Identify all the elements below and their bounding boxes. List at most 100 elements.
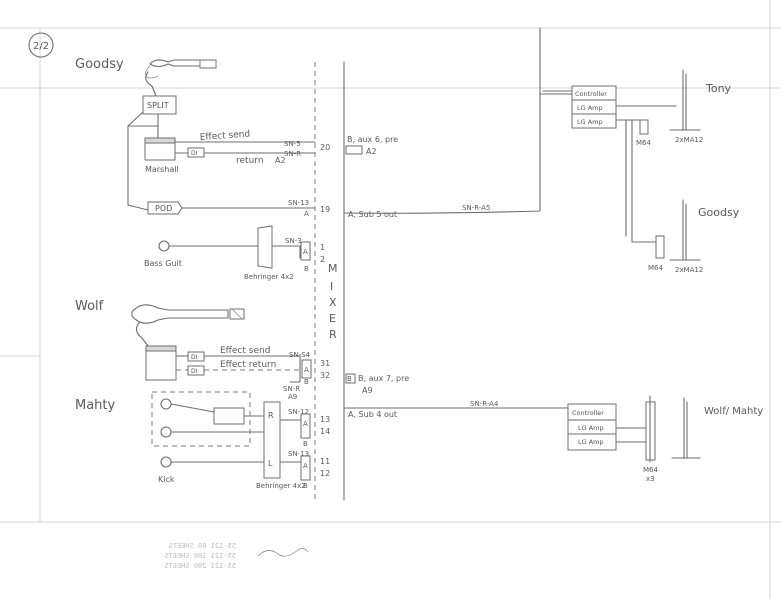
wolf-sn-r-label: SN-R <box>283 385 300 393</box>
mixer-letter: M <box>328 262 338 275</box>
goodsy-monitor-label: Goodsy <box>698 206 740 219</box>
bass-jack-icon <box>158 240 170 252</box>
mahty-ch-r: R <box>268 411 274 420</box>
kick-jack-icon <box>160 456 172 468</box>
ch32-tag: B <box>304 378 309 386</box>
ch14-number: 14 <box>320 427 330 436</box>
ch20-number: 20 <box>320 143 330 152</box>
goodsy-sub-out-label: A, Sub 5 out <box>348 210 397 219</box>
split-box <box>142 95 177 115</box>
goodsy-snake-out: SN-R-A5 <box>462 204 490 212</box>
mixer-letter: X <box>329 296 337 309</box>
ch1-2-box <box>300 241 311 261</box>
bottom-amp1-label: LG Amp <box>578 424 604 432</box>
bleed-through-print: 55-121 60 SHEETS 55-121 100 SHEETS 55-12… <box>164 542 236 570</box>
bass-label: Bass Guit <box>144 259 182 268</box>
top-amp1-label: LG Amp <box>577 104 603 112</box>
marshall-amp-panel <box>144 137 176 144</box>
bleed-logo-mark <box>257 548 309 557</box>
ch2-number: 2 <box>320 255 325 264</box>
ch13-tag: A <box>303 420 308 428</box>
ch14-tag: B <box>303 440 308 448</box>
wolf-name: Wolf <box>75 299 104 314</box>
wolf-a9-label: A9 <box>288 393 297 401</box>
wolf-di-label: DI <box>191 368 198 375</box>
wolf-snake-out: SN-R-A4 <box>470 400 499 408</box>
bleed-line: 55-121 100 SHEETS <box>164 552 236 560</box>
split-to-pod-line <box>127 111 149 211</box>
top-controller-label: Controller <box>575 90 607 98</box>
ch12-number: 12 <box>320 469 330 478</box>
bleed-line: 55-121 200 SHEETS <box>164 562 236 570</box>
kbd-jack-icon <box>160 398 172 410</box>
wolf-amp-panel <box>145 345 177 352</box>
ch11-tag: A <box>303 462 308 470</box>
goodsy-aux-label: B, aux 6, pre <box>347 135 398 144</box>
mahty-behringer-label: Behringer 4x2 <box>256 482 306 490</box>
m64-feed-line <box>631 119 657 243</box>
ch11-12-box <box>300 455 311 481</box>
guitar-cable <box>145 71 157 97</box>
bottom-m64-qty: x3 <box>646 475 655 483</box>
wolf-sub-out-label: A, Sub 4 out <box>348 410 397 419</box>
keyboard-group-outline <box>151 391 251 447</box>
ch19-number: 19 <box>320 205 330 214</box>
top-monitor-rack <box>571 85 617 129</box>
bottom-m64-label: M64 <box>643 466 658 474</box>
goodsy-speaker-label: 2xMA12 <box>675 266 703 274</box>
top-m64-label: M64 <box>636 139 651 147</box>
speaker-stand-icon <box>669 69 701 131</box>
goodsy-aux-box <box>345 145 363 155</box>
ch19-tag: A <box>304 210 309 218</box>
mahty-name: Mahty <box>75 398 116 413</box>
wolf-amp <box>145 345 177 381</box>
wolf-aux-tag: A9 <box>362 386 373 395</box>
ch1-tag: A <box>303 248 308 256</box>
ch13-14-box <box>300 413 311 439</box>
ch13-number: 13 <box>320 415 330 424</box>
mixer-letter: R <box>329 328 337 341</box>
ch31-tag: A <box>304 366 309 374</box>
wolf-effect-return-label: Effect return <box>220 360 276 370</box>
bottom-monitor-rack <box>567 403 617 451</box>
wolf-guitar-cable <box>135 321 149 347</box>
ch12-tag: B <box>303 482 308 490</box>
top-m64-box <box>639 119 649 135</box>
mahty-ch-l: L <box>268 459 273 468</box>
page-number: 2/2 <box>33 41 49 52</box>
bass-guitar-icon <box>131 304 245 324</box>
pod-label: POD <box>155 204 172 213</box>
split-label: SPLIT <box>147 101 169 110</box>
mahty-behringer-box <box>263 401 281 479</box>
ch31-32-box <box>301 359 312 379</box>
mixer-letter: E <box>329 312 336 325</box>
wolf-effect-send-label: Effect send <box>220 346 270 356</box>
wolf-aux-box <box>345 373 356 384</box>
goodsy-name: Goodsy <box>75 57 124 72</box>
page-number-circle <box>28 32 54 58</box>
wolf-aux-label: B, aux 7, pre <box>358 374 409 383</box>
bleed-line: 55-121 60 SHEETS <box>169 542 236 550</box>
kbd-line <box>170 403 215 413</box>
goodsy-aux-tag: A2 <box>366 147 377 156</box>
top-speaker-label: 2xMA12 <box>675 136 703 144</box>
goodsy-m64-label: M64 <box>648 264 663 272</box>
speaker-stand-icon <box>671 397 701 459</box>
speaker-stand-icon <box>669 199 701 261</box>
top-amp2-label: LG Amp <box>577 118 603 126</box>
guitar-icon <box>145 59 217 79</box>
bass-to-mixer-line <box>271 245 301 259</box>
kbd-jack-icon <box>160 426 172 438</box>
kbd-unit <box>213 407 245 425</box>
wolf-return-feed-line <box>289 355 301 383</box>
ch2-tag: B <box>304 265 309 273</box>
tony-label: Tony <box>705 82 732 95</box>
wolf-mahty-monitor-label: Wolf/ Mahty <box>704 406 763 417</box>
ch1-snake-label: SN-3 <box>285 237 302 245</box>
pod-unit <box>147 201 183 215</box>
bottom-controller-label: Controller <box>572 409 604 417</box>
ch32-number: 32 <box>320 371 330 380</box>
ch31-number: 31 <box>320 359 330 368</box>
